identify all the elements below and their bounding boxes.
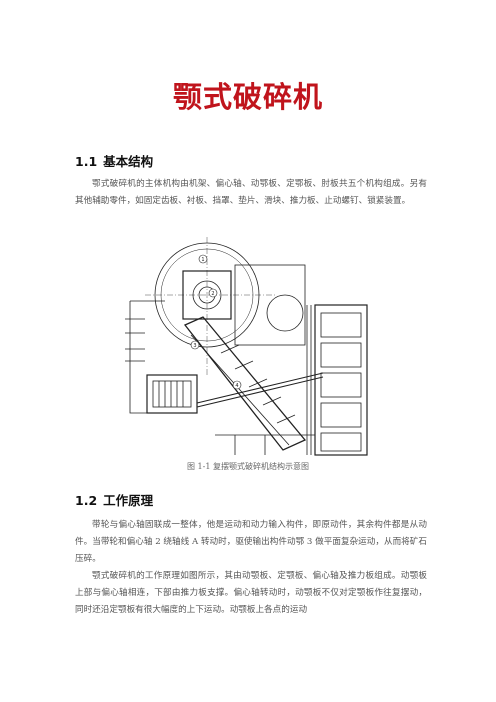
structure-paragraph: 鄂式破碎机的主体机构由机架、偏心轴、动鄂板、定鄂板、肘板共五个机构组成。另有其他…	[75, 179, 427, 206]
section-title: 工作原理	[103, 493, 154, 508]
section-title: 基本结构	[103, 154, 154, 169]
principle-paragraph-1: 带轮与偏心轴固联成一整体，他是运动和动力输入构件，即原动件，其余构件都是从动件。…	[75, 520, 427, 564]
principle-paragraph-2: 颚式破碎机的工作原理如图所示，其由动颚板、定颚板、偏心轴及推力板组成。动颚板上部…	[75, 571, 427, 615]
section-number: 1.1	[75, 154, 98, 169]
callout-2: 2	[211, 291, 214, 297]
jaw-crusher-diagram: 1 2 3 4	[125, 237, 368, 456]
section-heading-1: 1.1 基本结构	[75, 151, 153, 170]
document-title: 颚式破碎机	[172, 80, 323, 114]
callout-4: 4	[235, 383, 238, 389]
section-number: 1.2	[75, 493, 98, 508]
figure-caption: 图 1-1 复摆颚式破碎机结构示意图	[187, 462, 309, 471]
section-heading-2: 1.2 工作原理	[75, 490, 153, 509]
callout-1: 1	[201, 257, 204, 263]
callout-3: 3	[193, 343, 196, 349]
